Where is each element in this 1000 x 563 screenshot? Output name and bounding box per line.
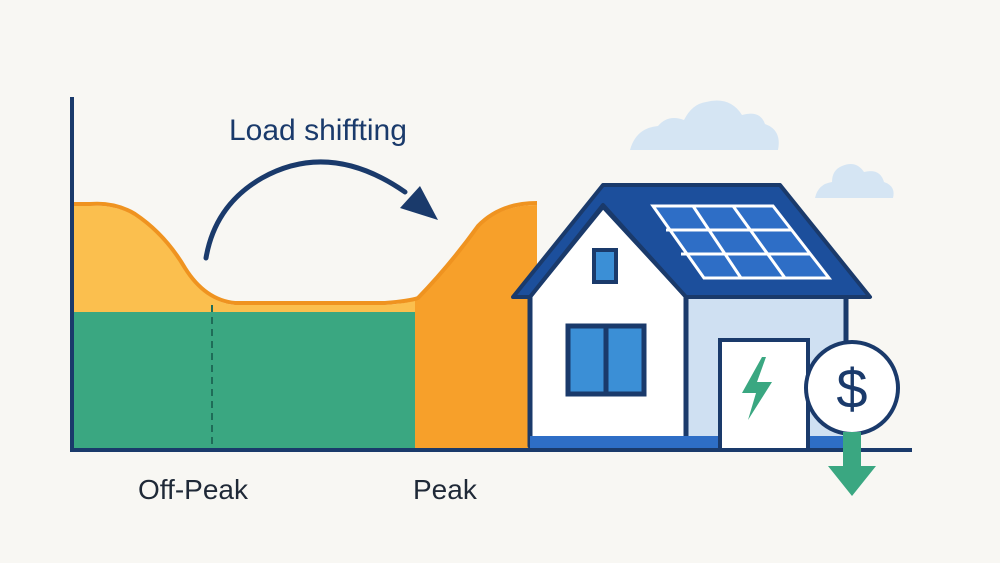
peak-load-area xyxy=(415,205,537,448)
peak-label: Peak xyxy=(413,474,477,505)
shifted-load-area xyxy=(74,205,415,312)
dollar-symbol: $ xyxy=(836,357,867,420)
lightning-bolt-icon xyxy=(742,357,772,420)
arrowhead xyxy=(400,186,438,220)
cloud-icon xyxy=(815,164,894,198)
house xyxy=(511,183,872,449)
base-load-area xyxy=(74,312,415,448)
down-arrow-icon xyxy=(828,432,876,496)
load-curve xyxy=(74,201,538,305)
load-shifting-title: Load shiffting xyxy=(229,114,407,147)
off-peak-label: Off-Peak xyxy=(138,474,248,505)
attic-window xyxy=(592,248,618,284)
curved-arrow-icon xyxy=(203,159,408,261)
solar-panel-grid xyxy=(666,205,810,279)
cloud-icon xyxy=(630,100,779,150)
